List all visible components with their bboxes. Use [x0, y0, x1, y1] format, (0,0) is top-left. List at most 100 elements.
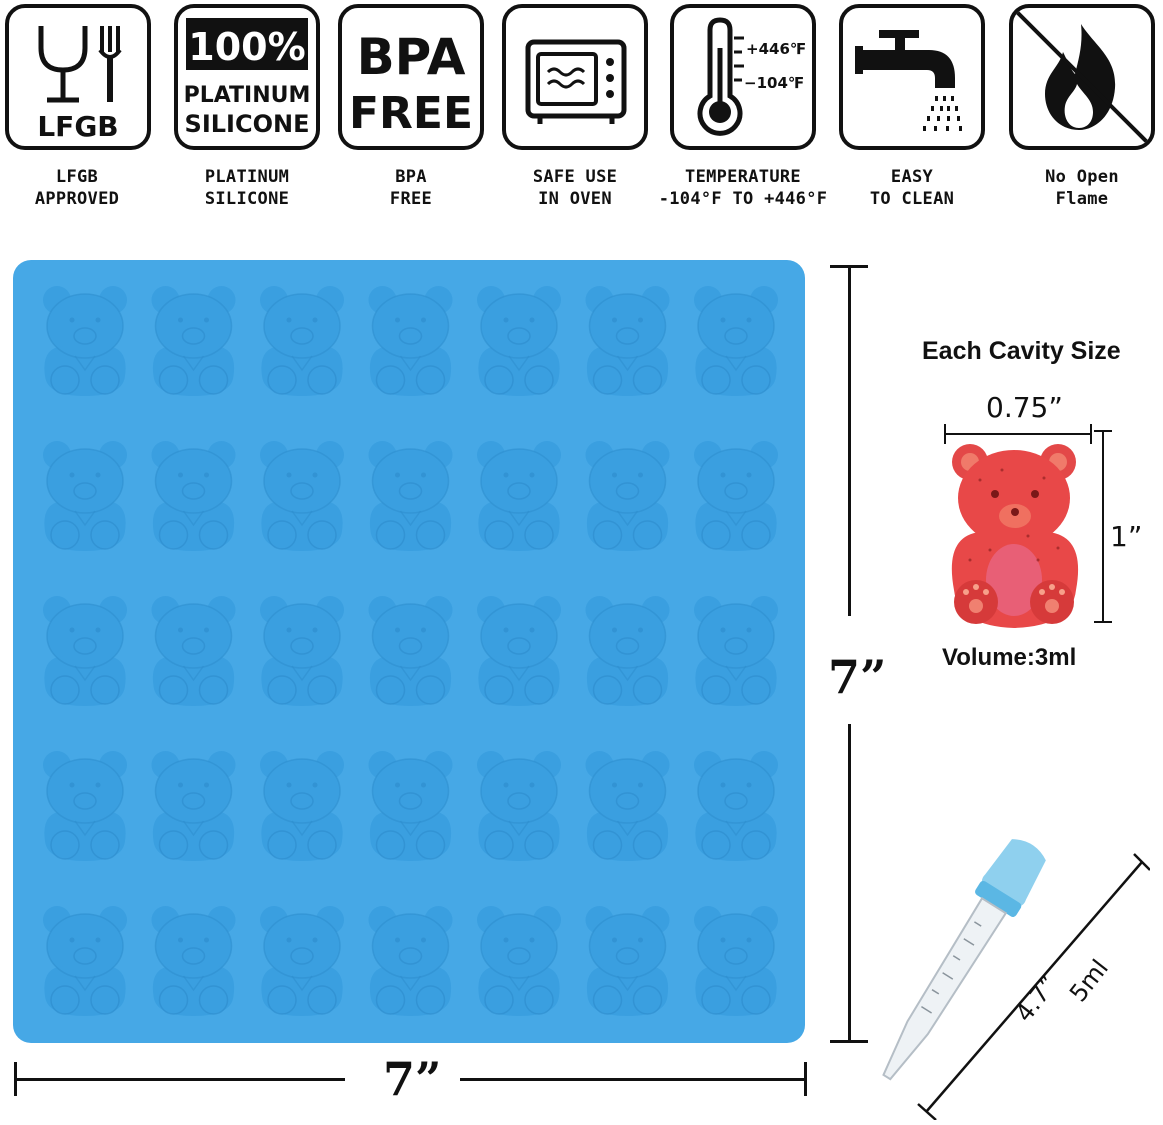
microwave-oven-icon: [525, 39, 627, 124]
bear-cavity: [260, 596, 344, 706]
mold-width-label: 7”: [383, 1052, 442, 1106]
gummy-bear-mold: [13, 260, 805, 1043]
width-dim-tick: [14, 1062, 17, 1096]
bpa-label: BPA: [357, 28, 466, 86]
cavity-size-heading: Each Cavity Size: [922, 337, 1121, 365]
platinum-silicone-badge: 100% PLATINUM SILICONE: [174, 4, 320, 150]
lfgb-caption: LFGB APPROVED: [0, 166, 162, 210]
bear-cavity: [368, 906, 453, 1016]
bpa-free-icon: BPA FREE: [349, 28, 473, 139]
cavity-width-line: [944, 433, 1092, 435]
bear-cavity: [694, 441, 778, 551]
oven-badge: [502, 4, 648, 150]
percent-label: 100%: [188, 25, 305, 69]
height-dim-line-top: [848, 266, 851, 616]
bear-cavity: [368, 751, 453, 861]
thermometer-icon: +446℉ −104℉: [697, 17, 806, 136]
cavity-width-tick: [944, 424, 946, 444]
caption-line: BPA: [395, 167, 427, 187]
food-safe-icon: LFGB: [37, 26, 122, 143]
bpa-caption: BPA FREE: [326, 166, 496, 210]
temperature-caption: TEMPERATURE -104°F TO +446°F: [658, 166, 828, 210]
height-dim-tick: [830, 1040, 868, 1043]
caption-line: -104°F TO +446°F: [658, 189, 828, 209]
cavity-height-line: [1102, 430, 1104, 622]
mold-height-label: 7”: [828, 650, 887, 704]
width-dim-line-left: [15, 1078, 345, 1081]
dropper-icon: [882, 839, 1150, 1120]
caption-line: TEMPERATURE: [685, 167, 801, 187]
clean-caption: EASY TO CLEAN: [827, 166, 997, 210]
bear-cavity: [43, 596, 127, 706]
bear-cavity: [585, 596, 670, 706]
caption-line: SILICONE: [204, 189, 290, 209]
silicone-label: SILICONE: [185, 110, 310, 138]
cavity-width-label: 0.75”: [986, 391, 1063, 424]
bear-cavity: [368, 286, 453, 396]
bear-cavity: [477, 751, 561, 861]
caption-line: APPROVED: [34, 189, 120, 209]
caption-line: PLATINUM: [204, 167, 290, 187]
bear-cavity: [260, 441, 344, 551]
bear-cavity: [585, 286, 670, 396]
no-flame-icon: [1015, 10, 1149, 144]
flame-caption: No Open Flame: [997, 166, 1163, 210]
bear-cavity: [477, 286, 561, 396]
lfgb-badge-label: LFGB: [37, 110, 118, 143]
bear-cavity: [585, 441, 670, 551]
bear-cavity: [43, 441, 127, 551]
bear-cavity: [585, 906, 670, 1016]
bear-cavity: [151, 596, 236, 706]
feature-badges-row: LFGB LFGB APPROVED 100% PLATINUM SILICON…: [0, 0, 1163, 220]
height-dim-tick: [830, 265, 868, 268]
min-temp-label: −104℉: [744, 74, 804, 92]
caption-line: TO CLEAN: [869, 189, 955, 209]
width-dim-tick: [804, 1062, 807, 1096]
bear-cavity: [260, 906, 344, 1016]
caption-line: EASY: [890, 167, 934, 187]
cavity-height-tick: [1094, 430, 1112, 432]
cavity-grid: [43, 286, 778, 1016]
caption-line: Flame: [1055, 189, 1109, 209]
cavity-height-tick: [1094, 621, 1112, 623]
bear-cavity: [43, 751, 127, 861]
height-dim-line-bottom: [848, 724, 851, 1042]
oven-caption: SAFE USE IN OVEN: [490, 166, 660, 210]
bear-cavity: [585, 751, 670, 861]
bpa-free-badge: BPA FREE: [338, 4, 484, 150]
silicone-icon: 100% PLATINUM SILICONE: [184, 18, 311, 138]
platinum-caption: PLATINUM SILICONE: [162, 166, 332, 210]
temperature-badge: +446℉ −104℉: [670, 4, 816, 150]
bear-cavity: [368, 596, 453, 706]
bear-cavity: [694, 906, 778, 1016]
caption-line: IN OVEN: [538, 189, 612, 209]
cavity-volume-label: Volume:3ml: [942, 644, 1077, 671]
bear-cavity: [151, 286, 236, 396]
bear-cavity: [151, 751, 236, 861]
bear-cavity: [477, 906, 561, 1016]
bear-cavity: [43, 906, 127, 1016]
bear-cavity: [260, 286, 344, 396]
caption-line: No Open: [1045, 167, 1119, 187]
caption-line: SAFE USE: [532, 167, 618, 187]
bear-cavity: [477, 441, 561, 551]
width-dim-line-right: [460, 1078, 806, 1081]
bear-cavity: [368, 441, 453, 551]
bear-cavity: [151, 441, 236, 551]
faucet-icon: [855, 30, 962, 131]
caption-line: FREE: [389, 189, 433, 209]
bear-cavity: [43, 286, 127, 396]
cavity-width-tick: [1090, 424, 1092, 444]
no-flame-badge: [1009, 4, 1155, 150]
bear-cavity: [694, 596, 778, 706]
free-label: FREE: [349, 88, 473, 139]
bear-cavity: [260, 751, 344, 861]
platinum-label: PLATINUM: [184, 83, 311, 108]
bear-cavity: [151, 906, 236, 1016]
gummy-bear-icon: [951, 444, 1079, 628]
easy-clean-badge: [839, 4, 985, 150]
cavity-height-label: 1”: [1110, 520, 1143, 553]
bear-cavity: [477, 596, 561, 706]
bear-cavity: [694, 286, 778, 396]
max-temp-label: +446℉: [746, 40, 806, 58]
